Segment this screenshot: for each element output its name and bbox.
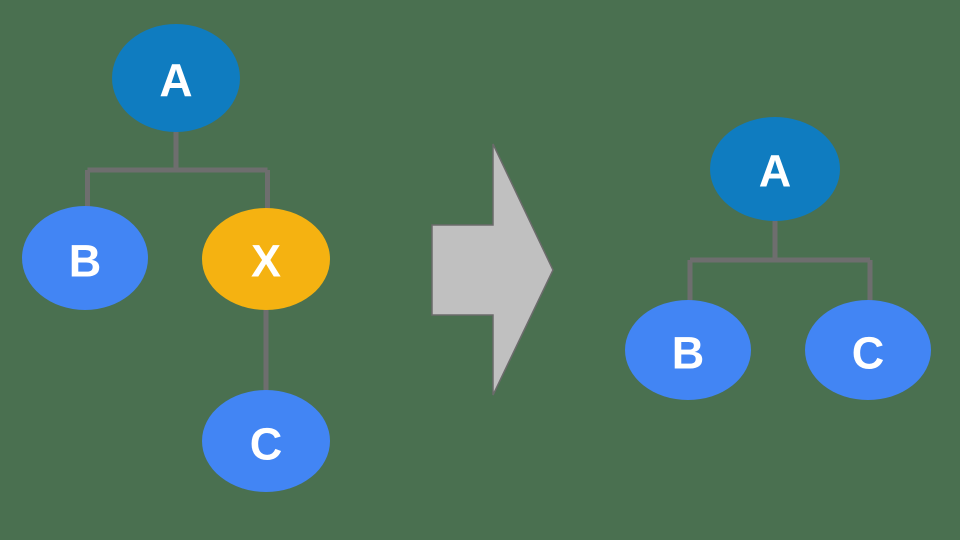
- edge-a2-to-children: [687, 220, 873, 301]
- node-c-before[interactable]: C: [202, 390, 330, 492]
- node-a-before[interactable]: A: [112, 24, 240, 132]
- node-c-after-label: C: [852, 328, 885, 379]
- node-a-before-shape: [112, 24, 240, 132]
- node-x-removed-shape: [202, 208, 330, 310]
- node-c-before-shape: [202, 390, 330, 492]
- node-b-after[interactable]: B: [625, 300, 751, 400]
- node-a-after-shape: [710, 117, 840, 221]
- node-c-after-shape: [805, 300, 931, 400]
- node-c-before-label: C: [250, 419, 283, 470]
- node-b-before[interactable]: B: [22, 206, 148, 310]
- transformation-arrow-group: [431, 143, 554, 396]
- node-a-after-label: A: [759, 146, 792, 197]
- node-a-before-label: A: [159, 54, 192, 106]
- right-arrow-icon: [431, 143, 554, 396]
- node-x-removed[interactable]: X: [202, 208, 330, 310]
- node-c-after[interactable]: C: [805, 300, 931, 400]
- node-b-before-label: B: [69, 236, 102, 287]
- node-x-removed-label: X: [251, 236, 281, 287]
- node-b-after-label: B: [672, 328, 705, 379]
- after-tree-group: A B C: [625, 117, 931, 400]
- node-b-before-shape: [22, 206, 148, 310]
- before-tree-group: A B X C: [22, 24, 330, 492]
- node-a-after[interactable]: A: [710, 117, 840, 221]
- node-b-after-shape: [625, 300, 751, 400]
- edge-a-to-children: [85, 130, 270, 210]
